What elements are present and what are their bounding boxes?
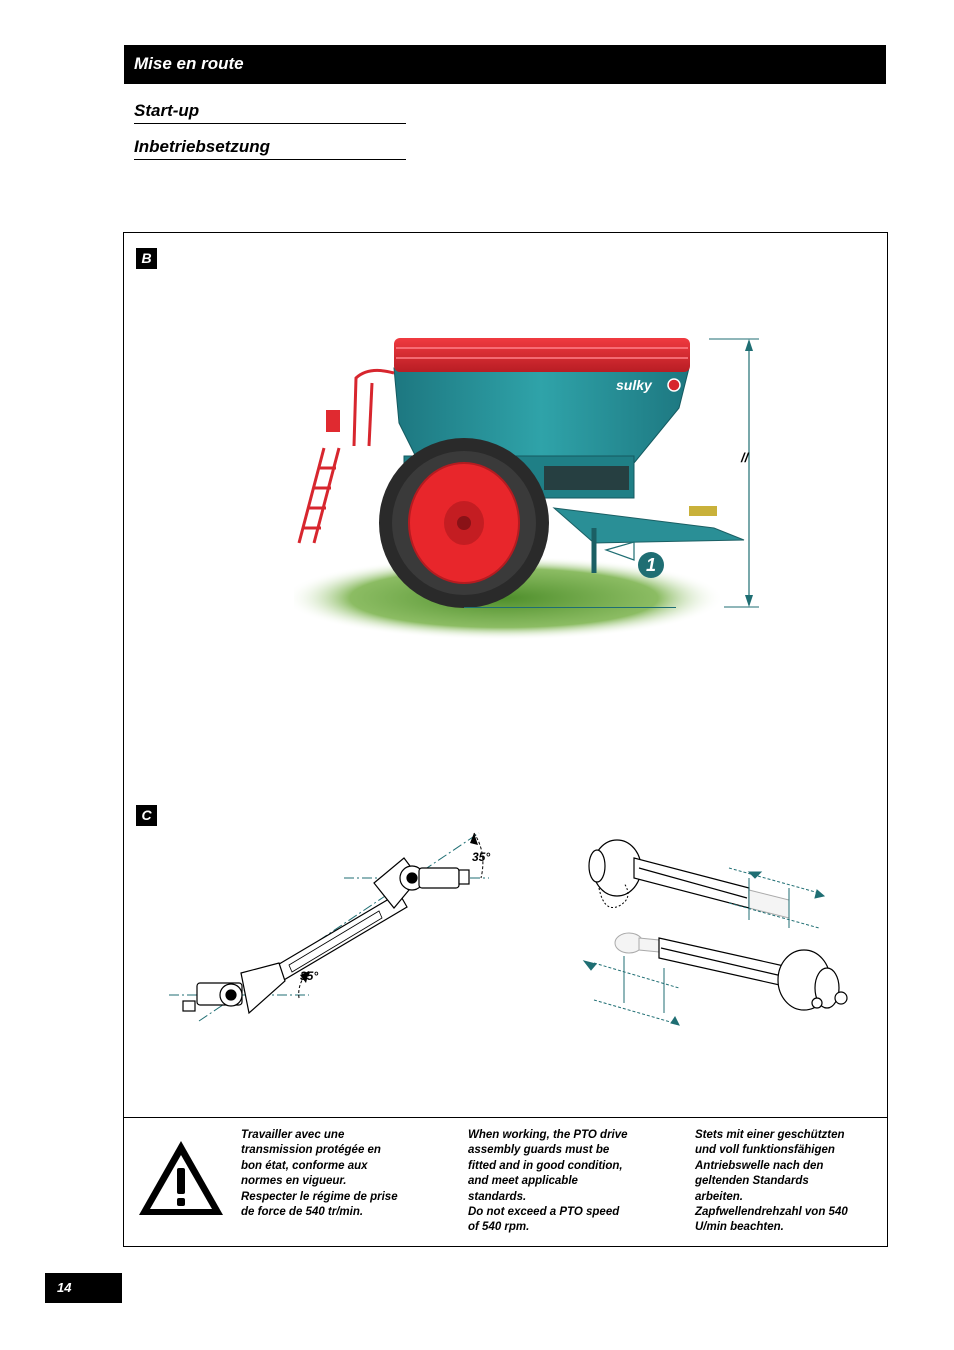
- callout-1: 1: [638, 552, 664, 578]
- upper-universal-joint: [373, 857, 470, 909]
- drawbar: [552, 507, 745, 544]
- lower-universal-joint: [182, 962, 286, 1015]
- section-c-label: C: [136, 805, 157, 826]
- warning-triangle-icon: [139, 1141, 223, 1215]
- hitch-jack: [689, 506, 717, 516]
- hopper-cover: [394, 338, 690, 372]
- section-b-label: B: [136, 248, 157, 269]
- angle-label-bottom: 35°: [300, 969, 319, 983]
- page-number: 14: [57, 1280, 72, 1295]
- pto-shaft-upper: [588, 839, 750, 909]
- warning-text-de: Stets mit einer geschützten und voll fun…: [695, 1129, 848, 1234]
- ground-line: [464, 607, 676, 608]
- pto-shaft-lower: [658, 937, 848, 1011]
- callout-number: 1: [645, 555, 656, 575]
- tail-light: [326, 410, 340, 432]
- pto-angle-diagram: [169, 832, 489, 1022]
- height-dimension: [709, 338, 759, 608]
- page-number-box: 14: [45, 1273, 122, 1303]
- spreader-illustration: sulky: [294, 338, 745, 640]
- subtitle-english: Start-up: [134, 101, 406, 124]
- warning-divider: [124, 1117, 887, 1118]
- angle-label-top: 35°: [472, 850, 491, 864]
- height-marker: //: [741, 450, 749, 465]
- wheel: [379, 438, 549, 608]
- warning-text-en: When working, the PTO drive assembly gua…: [468, 1129, 628, 1234]
- figure-frame: B: [123, 232, 888, 1247]
- callout-pointer: [604, 541, 635, 561]
- pto-overlap-diagram: [582, 839, 848, 1026]
- section-title: Mise en route: [134, 54, 244, 73]
- access-ladder: [297, 368, 395, 544]
- warning-text-fr: Travailler avec une transmission protégé…: [241, 1129, 398, 1219]
- subtitle-german: Inbetriebsetzung: [134, 137, 406, 160]
- section-header-bar: Mise en route: [124, 45, 886, 84]
- brand-logo: sulky: [616, 377, 653, 393]
